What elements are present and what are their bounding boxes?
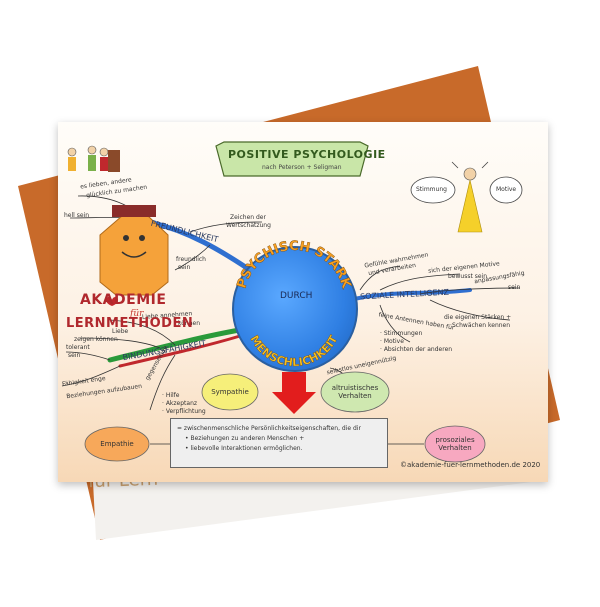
logo-eye-left <box>123 235 129 241</box>
branch-bindung-red <box>118 334 242 368</box>
definition-line-2: • Beziehungen zu anderen Menschen + <box>185 435 305 442</box>
note-zeichen-1: Zeichen der <box>230 214 266 221</box>
branch-soziale-intelligenz <box>348 288 472 302</box>
bubble-sympathie: Sympathie <box>211 388 249 396</box>
note-hell: hell sein <box>64 212 90 219</box>
logo-text-lernmethoden: LERNMETHODEN <box>66 316 194 331</box>
people-icon <box>67 145 120 172</box>
center-circle <box>232 246 358 372</box>
note-stimmung: Stimmung <box>416 186 447 193</box>
bubble-altruistisch-shape <box>320 371 390 413</box>
title-banner <box>215 141 369 177</box>
definition-line-1: = zwischenmenschliche Persönlichkeitseig… <box>177 425 361 432</box>
center-arc-bottom: MENSCHLICHKEIT <box>248 333 341 369</box>
note-staerken-1: die eigenen Stärken + <box>444 314 512 321</box>
note-gegenseitige-4: · Verpflichtung <box>162 408 206 415</box>
heart-icon <box>106 297 118 306</box>
note-feine-4: · Absichten der anderen <box>380 346 453 353</box>
note-freundlich-1: freundlich <box>176 256 206 263</box>
note-gegenseitige-2: · Hilfe <box>162 392 180 399</box>
branch-freundlichkeit <box>147 219 253 273</box>
note-feine-2: · Stimmungen <box>380 330 423 337</box>
copyright: ©akademie-fuer-lernmethoden.de 2020 <box>400 461 541 469</box>
logo-smile <box>121 251 147 258</box>
down-arrow-icon <box>272 372 316 414</box>
bubble-empathie-shape <box>84 426 150 462</box>
note-gegenseitige-3: · Akzeptanz <box>162 400 198 407</box>
note-freundlich-2: sein <box>178 264 191 271</box>
bubble-sympathie-shape <box>201 373 259 411</box>
bubble-altruistisch: altruistisches Verhalten <box>331 384 379 400</box>
bubble-prosozial-shape <box>424 425 486 463</box>
definition-box: = zwischenmenschliche Persönlichkeitseig… <box>170 418 388 468</box>
title-subtitle: nach Peterson + Seligman <box>262 164 342 171</box>
note-feine-3: · Motive <box>380 338 404 345</box>
note-sich-2: bewusst sein <box>448 273 488 280</box>
title-main: POSITIVE PSYCHOLOGIE <box>228 148 386 161</box>
logo-eye-right <box>139 235 145 241</box>
definition-line-3: • liebevolle Interaktionen ermöglichen. <box>185 445 303 452</box>
note-staerken-2: Schwächen kennen <box>452 322 511 329</box>
note-zeichen-2: Wertschätzung <box>226 222 271 229</box>
logo-text-akademie: AKADEMIE <box>80 292 167 308</box>
note-liebe-2: können <box>178 320 201 327</box>
center-middle-label: DURCH <box>280 291 313 301</box>
note-anpassung-2: sein <box>508 284 521 291</box>
bubble-empathie: Empathie <box>100 440 134 448</box>
note-motive: Motive <box>496 186 517 193</box>
bubble-prosozial: prosoziales Verhalten <box>435 436 475 452</box>
note-tolerant-2: sein <box>68 352 81 359</box>
note-liebe-3: Liebe <box>112 328 129 335</box>
center-arc-top: PSYCHISCH STARK <box>235 239 354 291</box>
thinking-figure-icon <box>410 161 523 233</box>
note-liebe-4: zeigen können <box>74 336 118 343</box>
logo-text-fuer: für <box>130 309 144 319</box>
branch-bindung <box>107 327 243 363</box>
note-tolerant-1: tolerant <box>66 344 90 351</box>
logo-hat <box>112 205 156 217</box>
